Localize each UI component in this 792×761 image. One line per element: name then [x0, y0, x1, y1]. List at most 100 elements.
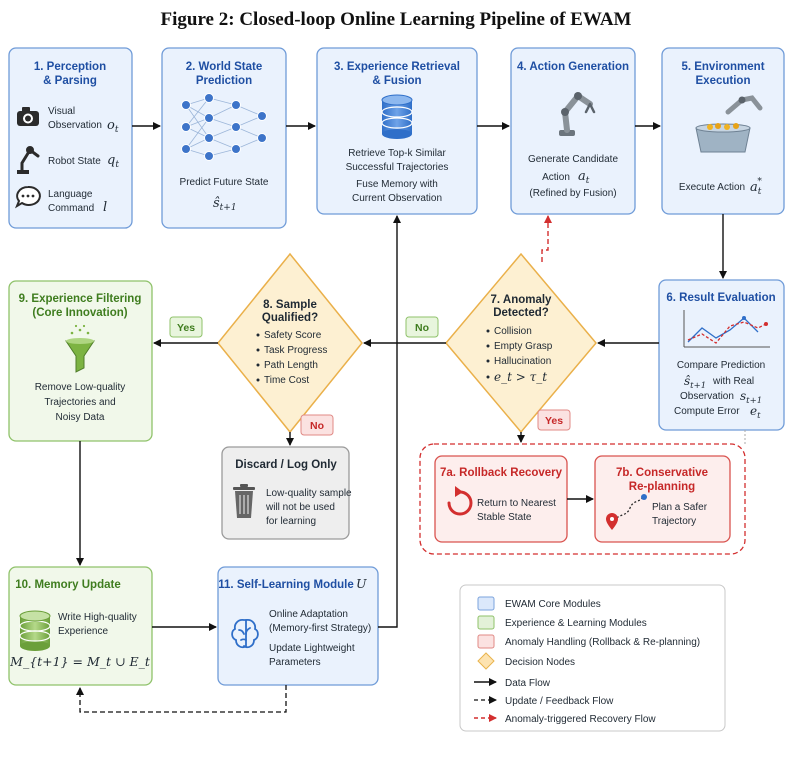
anomaly-title-1: 7. Anomaly [491, 294, 553, 306]
replanning-title-2: Re-planning [629, 481, 695, 493]
result-eval-desc-1: Compare Prediction [677, 360, 765, 371]
action-gen-desc-2: Action [542, 172, 570, 183]
memory-desc-1: Write High-quality [58, 612, 137, 623]
perception-input-1-math: ot [107, 118, 119, 135]
world-state-math: ŝt+1 [213, 196, 237, 213]
rollback-title: 7a. Rollback Recovery [440, 467, 563, 479]
retrieval-desc-1: Retrieve Top-k Similar [348, 148, 446, 159]
arrow-recovery-to-4 [541, 215, 552, 262]
anomaly-handling-group [419, 443, 746, 555]
data-flow-arrows [76, 122, 727, 631]
label-no-sample: No [300, 414, 334, 436]
filtering-title-1: 9. Experience Filtering [19, 293, 142, 305]
retrieval-desc-2: Successful Trajectories [346, 162, 449, 173]
env-exec-desc: Execute Action [679, 182, 745, 193]
memory-desc-2: Experience [58, 626, 108, 637]
result-eval-title: 6. Result Evaluation [666, 292, 775, 304]
action-gen-desc-1: Generate Candidate [528, 154, 619, 165]
sample-item-4: Time Cost [264, 375, 309, 386]
result-eval-desc-2: with Real [712, 376, 754, 387]
legend-label-anomaly: Anomaly Handling (Rollback & Re-planning… [505, 637, 700, 648]
world-state-desc: Predict Future State [180, 177, 269, 188]
svg-text:Yes: Yes [177, 322, 195, 334]
action-gen-desc-3: (Refined by Fusion) [529, 188, 616, 199]
legend-label-learning: Experience & Learning Modules [505, 618, 647, 629]
database-icon [381, 94, 413, 139]
sample-title-2: Qualified? [262, 312, 318, 324]
speech-bubble-icon [14, 185, 41, 209]
world-state-title-2: Prediction [196, 75, 252, 87]
retrieval-title-2: & Fusion [372, 75, 421, 87]
node-discard: Discard / Log Only Low-quality sample wi… [221, 446, 352, 540]
robot-arm-icon [17, 146, 40, 174]
legend-label-core: EWAM Core Modules [505, 599, 601, 610]
arrow-feedback-11-to-10 [76, 685, 287, 713]
anomaly-item-1: Collision [494, 326, 532, 337]
perception-title-2: & Parsing [43, 75, 97, 87]
node-replanning: 7b. Conservative Re-planning Plan a Safe… [594, 455, 731, 543]
label-no-anomaly: No [405, 316, 439, 338]
legend-swatch-anomaly [477, 634, 495, 649]
perception-input-3-line1: Language [48, 189, 93, 200]
node-perception: 1. Perception & Parsing Visual Observati… [8, 47, 133, 229]
legend-swatch-core [477, 596, 495, 611]
self-learning-desc-4: Parameters [269, 657, 321, 668]
label-yes-filter: Yes [169, 316, 203, 338]
env-exec-title-1: 5. Environment [681, 61, 764, 73]
env-exec-title-2: Execution [696, 75, 751, 87]
anomaly-item-2: Empty Grasp [494, 341, 553, 352]
sample-item-2: Task Progress [264, 345, 327, 356]
sample-item-3: Path Length [264, 360, 318, 371]
retrieval-title-1: 3. Experience Retrieval [334, 61, 460, 73]
node-rollback-recovery: 7a. Rollback Recovery Return to Nearest … [434, 455, 568, 543]
filtering-desc-3: Noisy Data [56, 412, 105, 423]
funnel-icon [65, 324, 95, 373]
anomaly-title-2: Detected? [493, 307, 549, 319]
robot-bin-icon [695, 95, 763, 153]
node-retrieval: 3. Experience Retrieval & Fusion Retriev… [316, 47, 478, 215]
node-memory-update: 10. Memory Update Write High-quality Exp… [8, 566, 153, 686]
perception-input-1-line1: Visual [48, 106, 75, 117]
route-pin-icon [606, 494, 647, 530]
node-action-generation: 4. Action Generation Generate Candidate … [510, 47, 636, 215]
perception-input-3-line2: Command [48, 203, 94, 214]
node-anomaly-detected: 7. Anomaly Detected? Collision Empty Gra… [445, 252, 597, 434]
error-chart-icon [683, 310, 770, 348]
perception-title-1: 1. Perception [34, 61, 106, 73]
sample-item-1: Safety Score [264, 330, 322, 341]
rollback-desc-1: Return to Nearest [477, 498, 556, 509]
discard-desc-3: for learning [266, 516, 316, 527]
legend-label-data-flow: Data Flow [505, 678, 551, 689]
database-icon [19, 610, 51, 651]
perception-input-2-math: qt [107, 153, 119, 170]
svg-text:No: No [310, 420, 324, 432]
anomaly-item-3: Hallucination [494, 356, 551, 367]
result-eval-math-4: et [750, 404, 761, 421]
node-experience-filtering: 9. Experience Filtering (Core Innovation… [8, 280, 153, 442]
action-gen-math: at [578, 169, 590, 186]
world-state-title-1: 2. World State [186, 61, 262, 73]
memory-formula: M_{t+1} = M_t ∪ E_t [9, 654, 151, 669]
robot-arm-icon [559, 91, 596, 136]
label-yes-anomaly: Yes [537, 409, 571, 431]
retrieval-desc-4: Current Observation [352, 193, 442, 204]
self-learning-desc-3: Update Lightweight [269, 643, 355, 654]
result-eval-math-1: ŝt+1 [684, 374, 706, 391]
legend: EWAM Core Modules Experience & Learning … [459, 584, 726, 732]
node-sample-qualified: 8. Sample Qualified? Safety Score Task P… [217, 252, 363, 434]
arrow-11-to-3 [378, 215, 401, 628]
replanning-title-1: 7b. Conservative [616, 467, 708, 479]
legend-swatch-decision [477, 652, 495, 670]
perception-input-2-line1: Robot State [48, 156, 101, 167]
rollback-arrow-icon [447, 486, 473, 516]
node-world-state: 2. World State Prediction Predict Future… [161, 47, 287, 229]
replanning-desc-1: Plan a Safer [652, 502, 708, 513]
discard-desc-2: will not be used [265, 502, 335, 513]
svg-text:No: No [415, 322, 429, 334]
neural-network-icon [181, 93, 267, 161]
brain-icon [231, 618, 259, 649]
filtering-title-2: (Core Innovation) [32, 307, 127, 319]
self-learning-title: 11. Self-Learning Module [218, 579, 353, 591]
anomaly-condition: e_t > τ_t [494, 370, 547, 384]
memory-title: 10. Memory Update [15, 579, 120, 591]
